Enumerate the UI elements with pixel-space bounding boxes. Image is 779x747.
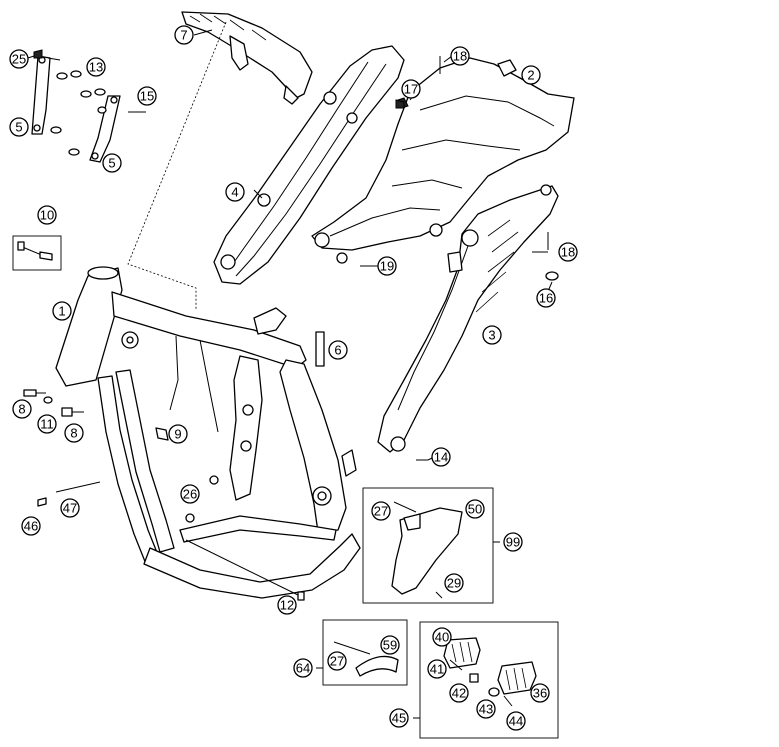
svg-text:99: 99 <box>506 535 520 550</box>
callout-9: 9 <box>168 424 188 444</box>
svg-text:18: 18 <box>453 49 467 64</box>
svg-text:26: 26 <box>183 487 197 502</box>
box-99 <box>362 487 500 604</box>
svg-text:12: 12 <box>280 598 294 613</box>
svg-text:47: 47 <box>63 501 77 516</box>
callout-12: 12 <box>277 595 297 615</box>
callout-11: 11 <box>37 414 57 434</box>
svg-text:25: 25 <box>12 52 26 67</box>
callout-10: 10 <box>37 205 57 225</box>
box-64 <box>316 619 408 686</box>
part-1-main-frame <box>55 266 361 599</box>
svg-text:42: 42 <box>452 686 466 701</box>
part-7-bracket <box>181 11 313 105</box>
callout-27-a: 27 <box>371 501 391 521</box>
parts-5-brackets <box>31 49 146 163</box>
callout-6: 6 <box>328 340 348 360</box>
svg-text:18: 18 <box>561 245 575 260</box>
callout-99: 99 <box>503 532 523 552</box>
callout-43: 43 <box>476 699 496 719</box>
svg-text:11: 11 <box>40 417 54 432</box>
small-hardware <box>23 56 559 523</box>
callout-19: 19 <box>377 256 397 276</box>
callout-15: 15 <box>137 86 157 106</box>
callout-5-b: 5 <box>102 153 122 173</box>
callout-8-a: 8 <box>12 399 32 419</box>
svg-text:27: 27 <box>374 504 388 519</box>
svg-text:44: 44 <box>509 714 523 729</box>
svg-text:36: 36 <box>533 686 547 701</box>
part-12-bolt <box>185 539 301 597</box>
callout-7: 7 <box>174 25 194 45</box>
callout-14: 14 <box>431 447 451 467</box>
callout-41: 41 <box>427 659 447 679</box>
callout-59: 59 <box>380 635 400 655</box>
callout-42: 42 <box>449 683 469 703</box>
callout-45: 45 <box>389 708 409 728</box>
part-4-rail <box>213 45 405 285</box>
svg-text:8: 8 <box>70 426 77 441</box>
callout-8-b: 8 <box>64 423 84 443</box>
svg-text:50: 50 <box>468 502 482 517</box>
part-3-rail <box>377 184 559 453</box>
callout-44: 44 <box>506 711 526 731</box>
callout-46: 46 <box>21 516 41 536</box>
callout-3: 3 <box>482 325 502 345</box>
callout-13: 13 <box>86 57 106 77</box>
svg-text:19: 19 <box>380 259 394 274</box>
callout-1: 1 <box>52 301 72 321</box>
callout-64: 64 <box>293 658 313 678</box>
svg-text:5: 5 <box>15 120 22 135</box>
svg-text:59: 59 <box>383 638 397 653</box>
svg-text:8: 8 <box>18 402 25 417</box>
svg-text:2: 2 <box>527 68 534 83</box>
svg-text:45: 45 <box>392 711 406 726</box>
callout-25: 25 <box>9 49 29 69</box>
svg-text:3: 3 <box>488 328 495 343</box>
callout-36: 36 <box>530 683 550 703</box>
part-2-subframe <box>311 57 575 264</box>
svg-text:40: 40 <box>435 630 449 645</box>
svg-text:10: 10 <box>40 208 54 223</box>
callout-26: 26 <box>180 484 200 504</box>
callout-50: 50 <box>465 499 485 519</box>
callout-29: 29 <box>444 573 464 593</box>
callout-17: 17 <box>401 79 421 99</box>
svg-text:14: 14 <box>434 450 448 465</box>
svg-text:46: 46 <box>24 519 38 534</box>
callout-2: 2 <box>521 65 541 85</box>
callout-40: 40 <box>432 627 452 647</box>
box-45 <box>413 621 559 739</box>
callout-18-b: 18 <box>558 242 578 262</box>
box-10 <box>12 235 62 271</box>
svg-text:17: 17 <box>404 82 418 97</box>
svg-text:6: 6 <box>334 343 341 358</box>
callout-18-a: 18 <box>450 46 470 66</box>
svg-text:1: 1 <box>58 304 65 319</box>
callout-47: 47 <box>60 498 80 518</box>
svg-text:15: 15 <box>140 89 154 104</box>
svg-text:7: 7 <box>180 28 187 43</box>
callout-27-b: 27 <box>327 651 347 671</box>
svg-text:27: 27 <box>330 654 344 669</box>
svg-text:41: 41 <box>430 662 444 677</box>
svg-text:9: 9 <box>174 427 181 442</box>
svg-text:4: 4 <box>231 185 238 200</box>
svg-text:64: 64 <box>296 661 310 676</box>
callout-5-a: 5 <box>9 117 29 137</box>
part-12-nut <box>297 591 305 601</box>
svg-text:29: 29 <box>447 576 461 591</box>
svg-text:13: 13 <box>89 60 103 75</box>
svg-text:43: 43 <box>479 702 493 717</box>
svg-text:5: 5 <box>108 156 115 171</box>
callout-4: 4 <box>225 182 245 202</box>
callout-16: 16 <box>536 288 556 308</box>
leader-dashed-7 <box>127 21 227 310</box>
svg-text:16: 16 <box>539 291 553 306</box>
